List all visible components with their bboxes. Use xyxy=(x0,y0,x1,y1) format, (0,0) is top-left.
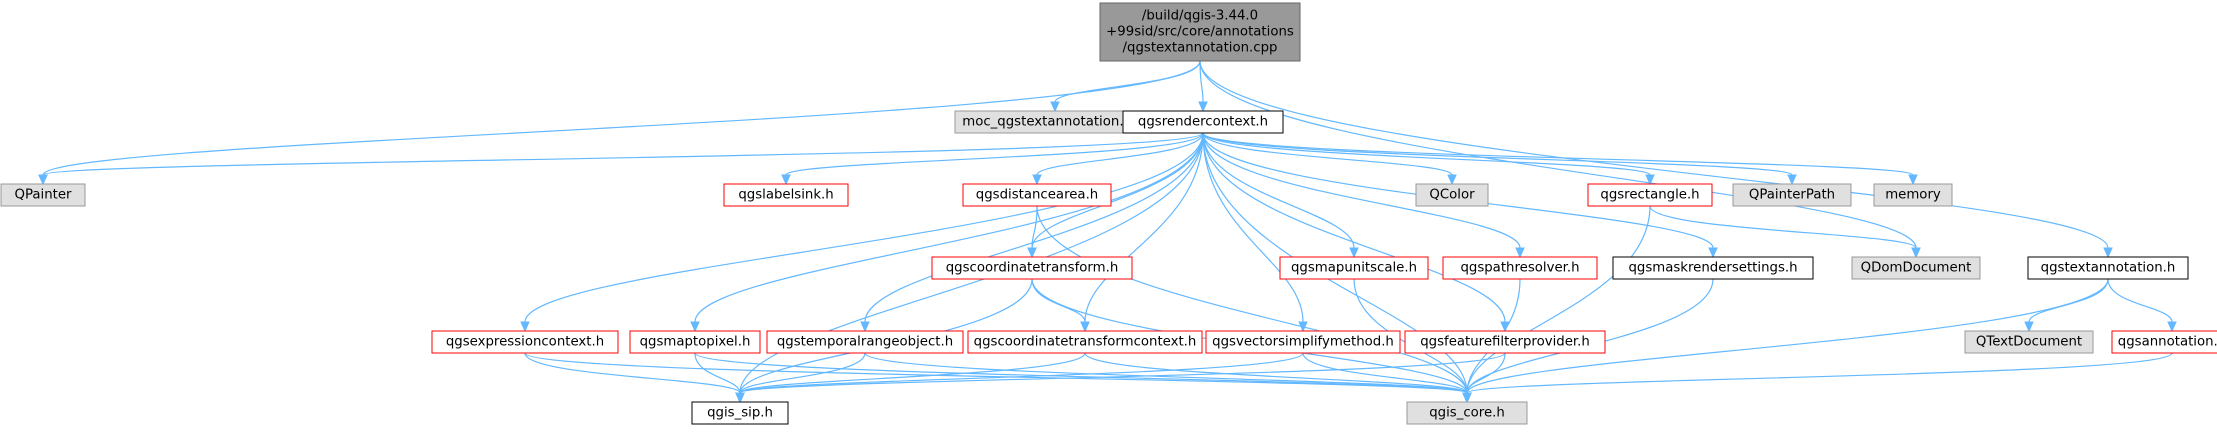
node-vectorsimplify-label-0: qgsvectorsimplifymethod.h xyxy=(1212,335,1394,350)
node-exprcontext[interactable]: qgsexpressioncontext.h xyxy=(431,330,619,354)
node-temporal-label-0: qgstemporalrangeobject.h xyxy=(777,335,953,350)
node-maskrender[interactable]: qgsmaskrendersettings.h xyxy=(1612,256,1814,280)
node-core[interactable]: qgis_core.h xyxy=(1406,401,1528,425)
node-temporal[interactable]: qgstemporalrangeobject.h xyxy=(766,330,964,354)
edge-rendercontext-to-distancearea xyxy=(1032,132,1204,186)
edge-rendercontext-to-qpainterpath xyxy=(1202,132,1797,186)
node-rectangle[interactable]: qgsrectangle.h xyxy=(1587,183,1713,207)
node-qpainter-label-0: QPainter xyxy=(14,188,72,203)
edge-rendercontext-to-pathresolver xyxy=(1202,132,1525,259)
edge-root-to-rendercontext xyxy=(1198,60,1208,113)
node-coordtransformctx[interactable]: qgscoordinatetransformcontext.h xyxy=(967,330,1203,354)
node-qdomdocument-label-0: QDomDocument xyxy=(1861,261,1972,276)
edge-rendercontext-to-exprcontext xyxy=(520,132,1204,333)
node-rectangle-label-0: qgsrectangle.h xyxy=(1600,188,1699,203)
node-moc[interactable]: moc_qgstextannotation.cpp xyxy=(954,110,1156,134)
node-mapunitscale-label-0: qgsmapunitscale.h xyxy=(1291,261,1417,276)
edge-coordtransformctx-to-core xyxy=(1084,352,1472,404)
node-coordtransformctx-label-0: qgscoordinatetransformcontext.h xyxy=(974,335,1197,350)
node-memory[interactable]: memory xyxy=(1873,183,1953,207)
node-mapunitscale[interactable]: qgsmapunitscale.h xyxy=(1279,256,1429,280)
node-distancearea-label-0: qgsdistancearea.h xyxy=(976,188,1098,203)
edge-root-to-moc xyxy=(1050,60,1201,113)
edge-vectorsimplify-to-core xyxy=(1302,352,1472,404)
node-qtextdocument[interactable]: QTextDocument xyxy=(1964,330,2094,354)
edge-rendercontext-to-qpainter xyxy=(38,132,1204,186)
node-qcolor-label-0: QColor xyxy=(1429,188,1475,203)
node-maskrender-label-0: qgsmaskrendersettings.h xyxy=(1628,261,1797,276)
node-qpainter[interactable]: QPainter xyxy=(0,183,86,207)
edge-rendercontext-to-temporal xyxy=(860,132,1204,333)
node-qpainterpath[interactable]: QPainterPath xyxy=(1732,183,1852,207)
node-labelsink-label-0: qgslabelsink.h xyxy=(738,188,833,203)
edge-rendercontext-to-memory xyxy=(1202,132,1918,186)
edge-rectangle-to-core xyxy=(1462,205,1651,404)
node-root-label-0: /build/qgis-3.44.0 xyxy=(1142,9,1258,24)
node-qcolor[interactable]: QColor xyxy=(1415,183,1489,207)
node-rendercontext-label-0: qgsrendercontext.h xyxy=(1138,115,1268,130)
edge-root-to-qdomdocument xyxy=(1199,60,1921,259)
edge-rectangle-to-qdomdocument xyxy=(1649,205,1921,259)
edge-root-to-textannotation xyxy=(1199,60,2113,259)
edge-rendercontext-to-rectangle xyxy=(1202,132,1655,186)
node-core-label-0: qgis_core.h xyxy=(1429,406,1505,421)
node-sip[interactable]: qgis_sip.h xyxy=(691,401,789,425)
edge-temporal-to-core xyxy=(864,352,1472,404)
node-annotation[interactable]: qgsannotation.h xyxy=(2111,330,2217,354)
node-textannotation[interactable]: qgstextannotation.h xyxy=(2027,256,2189,280)
edge-annotation-to-core xyxy=(1462,352,2173,404)
node-annotation-label-0: qgsannotation.h xyxy=(2118,335,2217,350)
node-labelsink[interactable]: qgslabelsink.h xyxy=(723,183,849,207)
node-exprcontext-label-0: qgsexpressioncontext.h xyxy=(446,335,604,350)
edge-rendercontext-to-coordtransformctx xyxy=(1080,132,1204,333)
node-featurefilter[interactable]: qgsfeaturefilterprovider.h xyxy=(1404,330,1606,354)
dependency-edges xyxy=(38,60,2177,404)
node-memory-label-0: memory xyxy=(1885,188,1941,203)
node-root-label-1: +99sid/src/core/annotations xyxy=(1106,25,1294,40)
node-coordtransform[interactable]: qgscoordinatetransform.h xyxy=(931,256,1133,280)
edge-temporal-to-sip xyxy=(735,352,866,404)
node-textannotation-label-0: qgstextannotation.h xyxy=(2041,261,2176,276)
node-qdomdocument[interactable]: QDomDocument xyxy=(1851,256,1981,280)
edge-rendercontext-to-mapunitscale xyxy=(1202,132,1359,259)
node-featurefilter-label-0: qgsfeaturefilterprovider.h xyxy=(1420,335,1590,350)
node-rendercontext[interactable]: qgsrendercontext.h xyxy=(1122,110,1284,134)
edge-rendercontext-to-vectorsimplify xyxy=(1202,132,1308,333)
node-root[interactable]: /build/qgis-3.44.0+99sid/src/core/annota… xyxy=(1099,2,1301,62)
node-coordtransform-label-0: qgscoordinatetransform.h xyxy=(946,261,1119,276)
dependency-nodes: /build/qgis-3.44.0+99sid/src/core/annota… xyxy=(0,2,2217,425)
node-vectorsimplify[interactable]: qgsvectorsimplifymethod.h xyxy=(1205,330,1401,354)
edge-featurefilter-to-sip xyxy=(735,352,1506,404)
node-moc-label-0: moc_qgstextannotation.cpp xyxy=(962,115,1148,130)
node-sip-label-0: qgis_sip.h xyxy=(707,406,773,421)
node-qtextdocument-label-0: QTextDocument xyxy=(1976,335,2082,350)
edge-rendercontext-to-qcolor xyxy=(1202,132,1457,186)
node-pathresolver[interactable]: qgspathresolver.h xyxy=(1442,256,1598,280)
edge-distancearea-to-coordtransform xyxy=(1027,205,1038,259)
node-root-label-2: /qgstextannotation.cpp xyxy=(1123,41,1278,56)
node-qpainterpath-label-0: QPainterPath xyxy=(1749,188,1835,203)
node-pathresolver-label-0: qgspathresolver.h xyxy=(1460,261,1579,276)
node-maptopixel[interactable]: qgsmaptopixel.h xyxy=(629,330,761,354)
edge-textannotation-to-annotation xyxy=(2107,278,2177,333)
node-maptopixel-label-0: qgsmaptopixel.h xyxy=(640,335,751,350)
edge-rendercontext-to-labelsink xyxy=(781,132,1204,186)
node-distancearea[interactable]: qgsdistancearea.h xyxy=(962,183,1112,207)
edge-rendercontext-to-maptopixel xyxy=(690,132,1204,333)
